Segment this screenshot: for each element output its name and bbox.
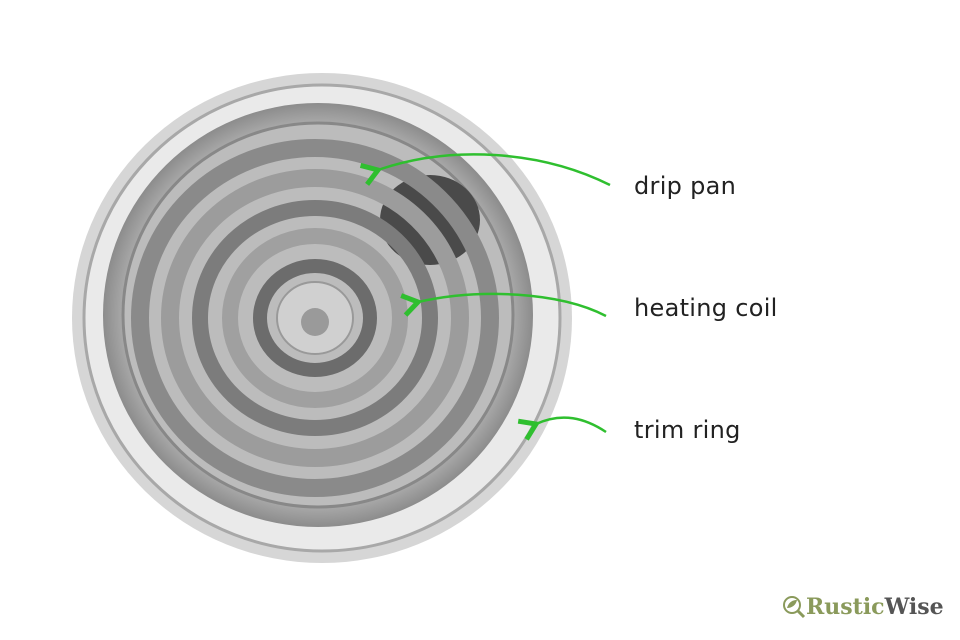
arrow-heating-coil (400, 292, 607, 318)
label-heating-coil: heating coil (634, 294, 778, 322)
logo-rustic: Rustic (806, 594, 885, 620)
arrow-trim-ring (517, 416, 607, 441)
label-drip-pan: drip pan (634, 172, 737, 200)
magnifier-leaf-icon (783, 596, 806, 619)
arrow-drip-pan (359, 153, 611, 187)
center-hub (276, 281, 354, 355)
label-trim-ring: trim ring (634, 416, 741, 444)
heating-coil (131, 139, 499, 497)
logo-wise: Wise (884, 594, 944, 620)
